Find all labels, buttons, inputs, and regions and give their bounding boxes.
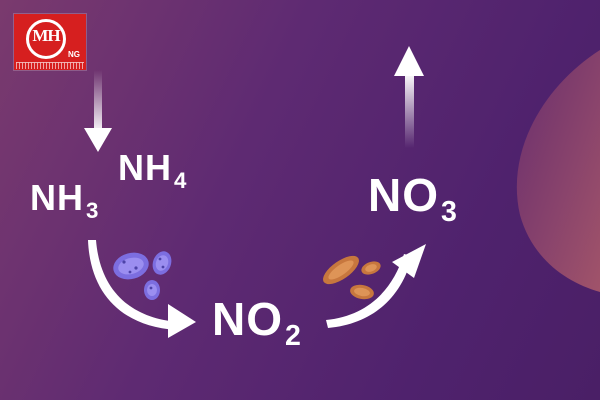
label-nh3-sub: 3 [86,197,100,223]
logo-suffix: NG [68,50,80,59]
label-no3-sub: 3 [441,195,458,228]
label-nh4-base: NH [118,147,172,188]
label-no2-sub: 2 [285,319,302,352]
curved-arrow-nh3-to-no2 [88,240,196,338]
curved-arrow-no2-to-no3 [326,244,426,328]
label-nh4: NH4 [118,147,187,192]
down-arrow [84,70,112,152]
up-arrow [394,46,424,148]
blue-bacteria [113,251,172,300]
logo-tagline [16,62,84,69]
label-no3: NO3 [368,169,458,226]
brand-logo: MH NG [14,14,86,70]
label-no2: NO2 [212,293,302,350]
label-no2-base: NO [212,293,283,345]
label-nh3: NH3 [30,177,99,222]
logo-mark: MH [32,26,60,45]
logo-circle [26,19,66,59]
label-no3-base: NO [368,169,439,221]
label-nh4-sub: 4 [174,167,188,193]
label-nh3-base: NH [30,177,84,218]
orange-bacteria [323,255,381,300]
